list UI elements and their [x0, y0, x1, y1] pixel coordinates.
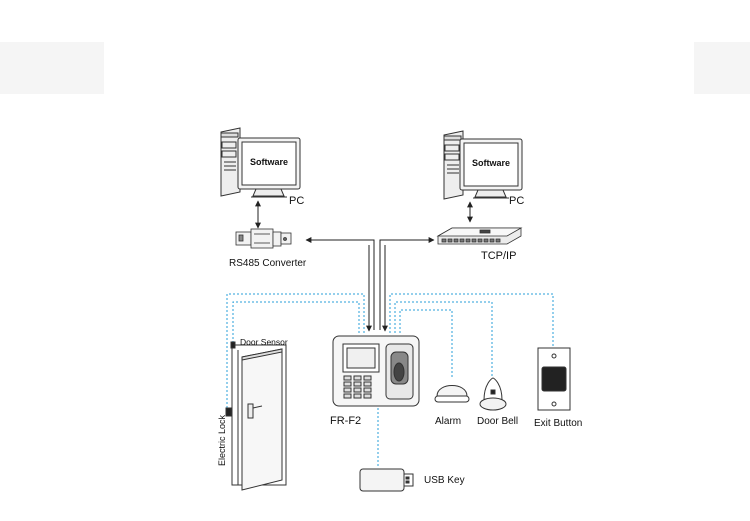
door-bell-icon [479, 377, 507, 411]
rs485-converter-icon [235, 228, 292, 249]
electric-lock-label: Electric Lock [217, 414, 227, 466]
left-pc [220, 127, 301, 198]
exit-button-text: EXIT [548, 392, 560, 398]
right-pc-label: PC [509, 195, 525, 207]
fr-f2-device-icon [332, 335, 420, 407]
network-switch-icon [436, 227, 523, 245]
pc-tower-icon [443, 130, 464, 200]
exit-button-label: Exit Button [534, 418, 583, 429]
communication-lines [305, 237, 435, 332]
door-bell-label: Door Bell [477, 416, 519, 427]
left-edge-tab [0, 42, 104, 94]
left-pc-label: PC [289, 195, 305, 207]
door-icon [225, 341, 287, 491]
left-pc-screen-text: Software [249, 157, 288, 167]
right-pc-screen-text: Software [471, 158, 510, 168]
dotted-wiring [226, 293, 554, 468]
rs485-converter-label: RS485 Converter [229, 258, 307, 269]
door-sensor-label: Door Sensor [240, 337, 288, 347]
monitor-icon [459, 138, 523, 199]
usb-key-icon [359, 468, 414, 492]
monitor-icon [237, 137, 301, 198]
right-edge-tab [694, 42, 750, 94]
alarm-label: Alarm [435, 416, 462, 427]
alarm-icon [434, 385, 470, 403]
exit-button-icon [537, 347, 571, 411]
device-model-label: FR-F2 [330, 415, 362, 427]
usb-key-label: USB Key [424, 475, 465, 486]
tcp-ip-label: TCP/IP [481, 250, 517, 262]
pc-tower-icon [220, 127, 241, 197]
right-pc [443, 130, 523, 200]
